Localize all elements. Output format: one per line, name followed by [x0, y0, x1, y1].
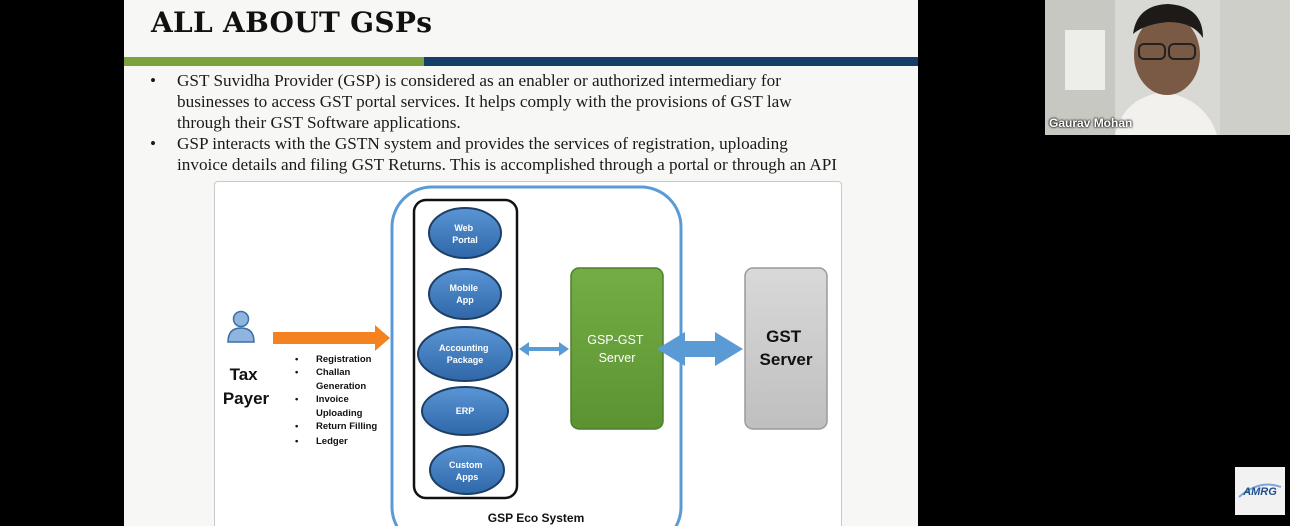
participant-video[interactable]: Gaurav Mohan	[1045, 0, 1290, 135]
eco-system-container	[390, 185, 683, 526]
svg-text:GSP-GST Server: GSP-GST Server	[587, 333, 647, 365]
svg-text:GST Server: GST Server	[760, 327, 813, 369]
service-item: Ledger	[316, 436, 348, 447]
gst-server-box	[744, 267, 828, 430]
gsp-diagram: Tax Payer • Registration • Challan Gener…	[214, 181, 842, 526]
service-bullet: •	[295, 367, 299, 378]
app-label: ERP	[456, 406, 475, 416]
tax-payer-label: Payer	[223, 389, 270, 408]
slide-title: ALL ABOUT GSPs	[151, 6, 433, 39]
app-label: Package	[447, 355, 484, 365]
gsp-server-label: Server	[599, 351, 636, 365]
participant-name: Gaurav Mohan	[1049, 116, 1133, 130]
app-label: Web	[454, 223, 473, 233]
svg-text:Mobile App: Mobile App	[449, 283, 480, 305]
service-item: Generation	[316, 381, 366, 392]
bullet-line: invoice details and filing GST Returns. …	[177, 155, 838, 174]
participant-video-frame	[1045, 0, 1290, 135]
double-arrow-icon	[519, 342, 569, 356]
gsp-diagram-svg: Tax Payer • Registration • Challan Gener…	[223, 185, 828, 526]
app-web-portal: Web Portal	[428, 207, 502, 259]
service-list: • Registration • Challan Generation • In…	[295, 354, 377, 447]
service-item: Challan	[316, 367, 351, 378]
title-rule-green	[124, 57, 424, 66]
gst-server-label: Server	[760, 350, 813, 369]
service-bullet: •	[295, 421, 299, 432]
svg-text:Accounting Package: Accounting Package	[439, 343, 491, 365]
logo-text: AMRG	[1242, 486, 1277, 498]
svg-text:Custom Apps: Custom Apps	[449, 460, 485, 482]
gst-server-label: GST	[766, 327, 802, 346]
presentation-slide: ALL ABOUT GSPs • GST Suvidha Provider (G…	[124, 0, 918, 526]
bullet-dot: •	[150, 71, 157, 90]
svg-text:Web Portal: Web Portal	[452, 223, 478, 245]
bullet-item: • GSP interacts with the GSTN system and…	[150, 133, 910, 175]
bullet-line: GSP interacts with the GSTN system and p…	[177, 134, 788, 153]
app-erp: ERP	[421, 386, 509, 436]
app-label: Custom	[449, 460, 483, 470]
bullet-dot: •	[150, 134, 157, 153]
bullet-line: GST Suvidha Provider (GSP) is considered…	[177, 71, 781, 90]
amrg-logo-svg: AMRG	[1235, 467, 1285, 515]
title-rule-navy	[424, 57, 918, 66]
tax-payer-label: Tax	[230, 365, 259, 384]
app-label: Portal	[452, 235, 478, 245]
app-accounting-package: Accounting Package	[417, 326, 513, 382]
app-label: Accounting	[439, 343, 489, 353]
bullet-item: • GST Suvidha Provider (GSP) is consider…	[150, 70, 910, 133]
eco-system-label: GSP Eco System	[488, 511, 585, 525]
double-arrow-icon	[657, 332, 743, 366]
avatar	[1115, 4, 1217, 135]
service-bullet: •	[295, 354, 299, 365]
bullet-list: • GST Suvidha Provider (GSP) is consider…	[150, 70, 910, 175]
gsp-server-label: GSP-GST	[587, 333, 644, 347]
app-label: Mobile	[449, 283, 478, 293]
app-label: App	[456, 295, 474, 305]
service-bullet: •	[295, 394, 299, 405]
orange-arrow-icon	[273, 325, 390, 351]
service-bullet: •	[295, 436, 299, 447]
app-label: Apps	[456, 472, 479, 482]
gsp-gst-server-box	[570, 267, 664, 430]
bullet-line: businesses to access GST portal services…	[177, 92, 792, 111]
bullet-line: through their GST Software applications.	[177, 113, 461, 132]
amrg-logo: AMRG	[1235, 467, 1285, 515]
service-item: Uploading	[316, 408, 363, 419]
app-mobile-app: Mobile App	[428, 268, 502, 320]
service-item: Return Filling	[316, 421, 377, 432]
person-icon	[227, 310, 255, 343]
service-item: Registration	[316, 354, 372, 365]
app-custom-apps: Custom Apps	[429, 445, 505, 495]
service-item: Invoice	[316, 394, 349, 405]
svg-text:Tax Payer: Tax Payer	[223, 365, 270, 408]
